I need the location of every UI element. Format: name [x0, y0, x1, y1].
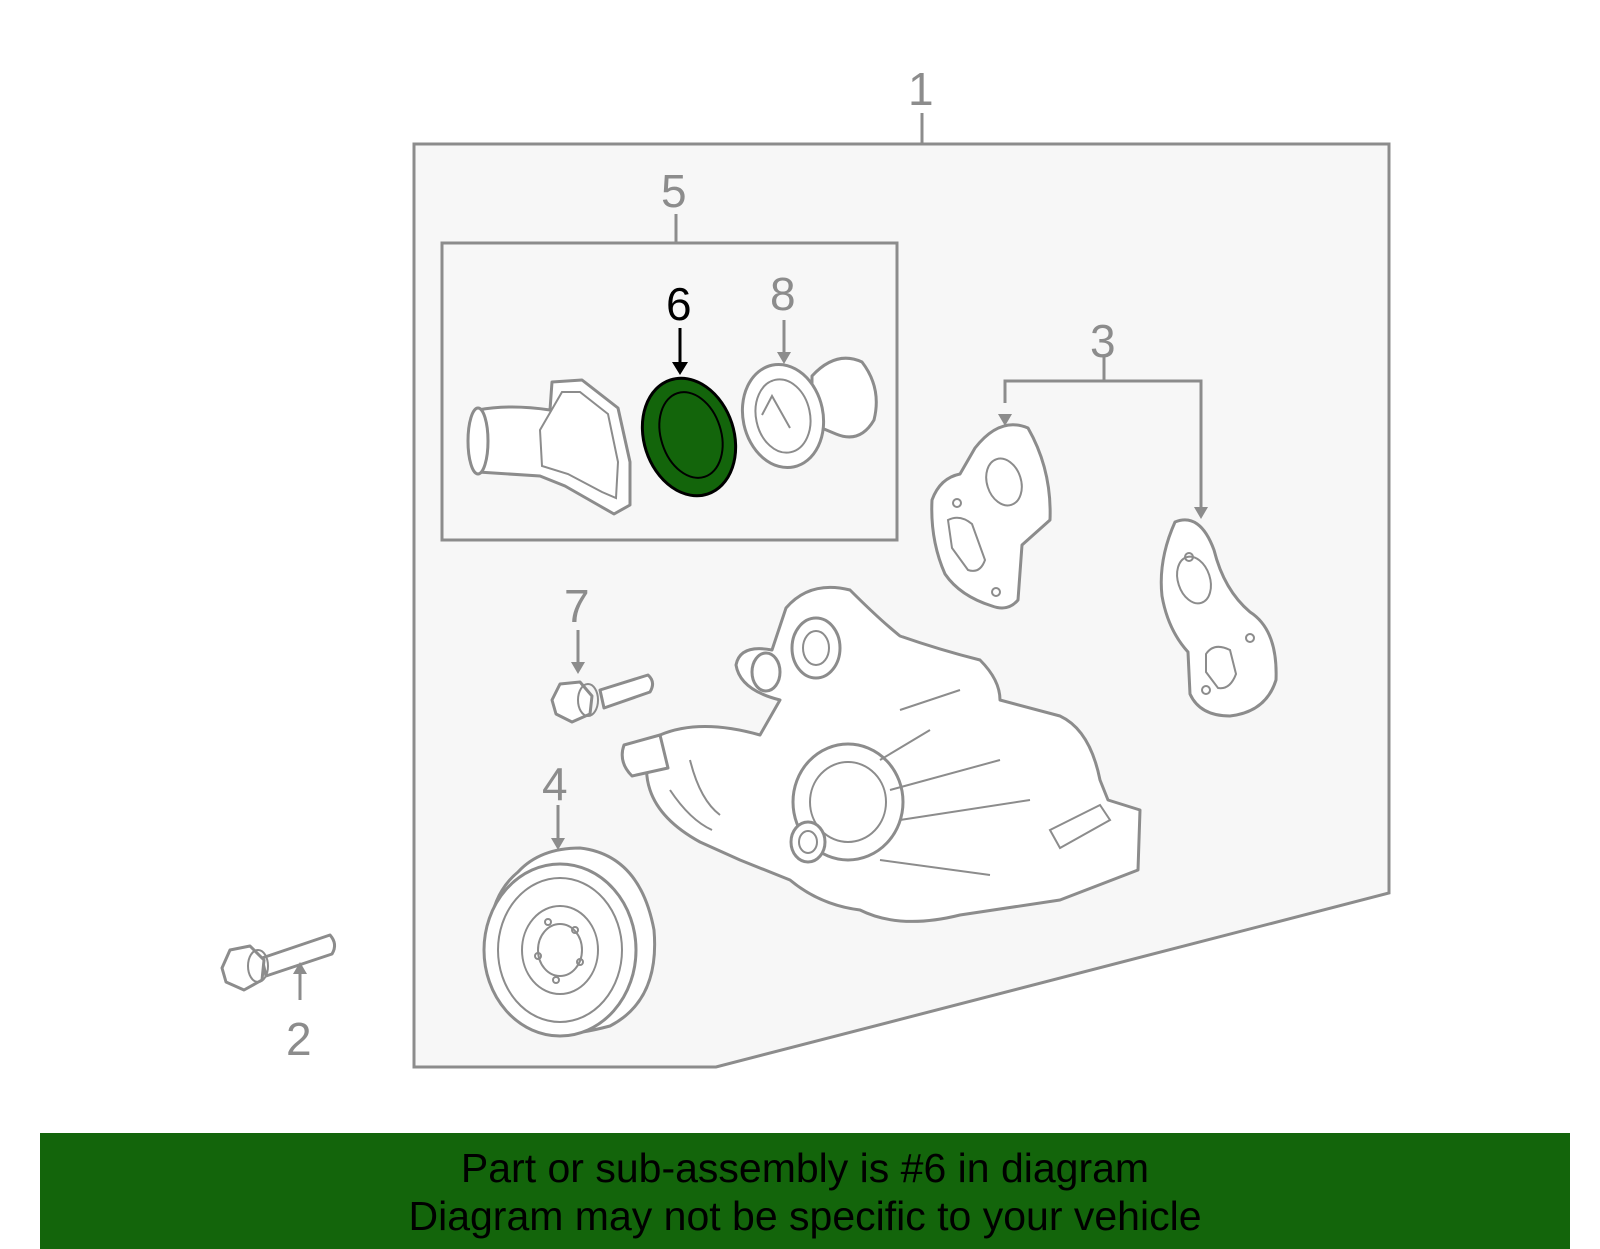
water-pump-body: [620, 585, 1142, 923]
thermostat: [740, 356, 878, 470]
callout-1: 1: [908, 63, 934, 115]
banner-line-1: Part or sub-assembly is #6 in diagram: [460, 1145, 1150, 1191]
thermostat-housing: [466, 378, 632, 516]
callout-7: 7: [564, 580, 590, 632]
callout-6: 6: [666, 278, 692, 330]
water-pump-gasket-left: [930, 423, 1052, 610]
callout-2: 2: [286, 1013, 312, 1065]
callout-6-arrow: [672, 362, 688, 375]
parts-diagram: 1 5 6 8 3: [220, 63, 1391, 1069]
water-pump-gasket-right: [1159, 518, 1278, 718]
bolt-2: [220, 933, 337, 992]
callout-4: 4: [542, 758, 568, 810]
banner-line-2: Diagram may not be specific to your vehi…: [408, 1193, 1202, 1239]
info-banner: Part or sub-assembly is #6 in diagram Di…: [40, 1133, 1570, 1249]
callout-8: 8: [770, 268, 796, 320]
thermostat-seal-highlighted: [640, 376, 738, 498]
pulley: [482, 846, 657, 1038]
bolt-7: [550, 673, 655, 724]
callout-3: 3: [1090, 315, 1116, 367]
callout-5: 5: [661, 165, 687, 217]
